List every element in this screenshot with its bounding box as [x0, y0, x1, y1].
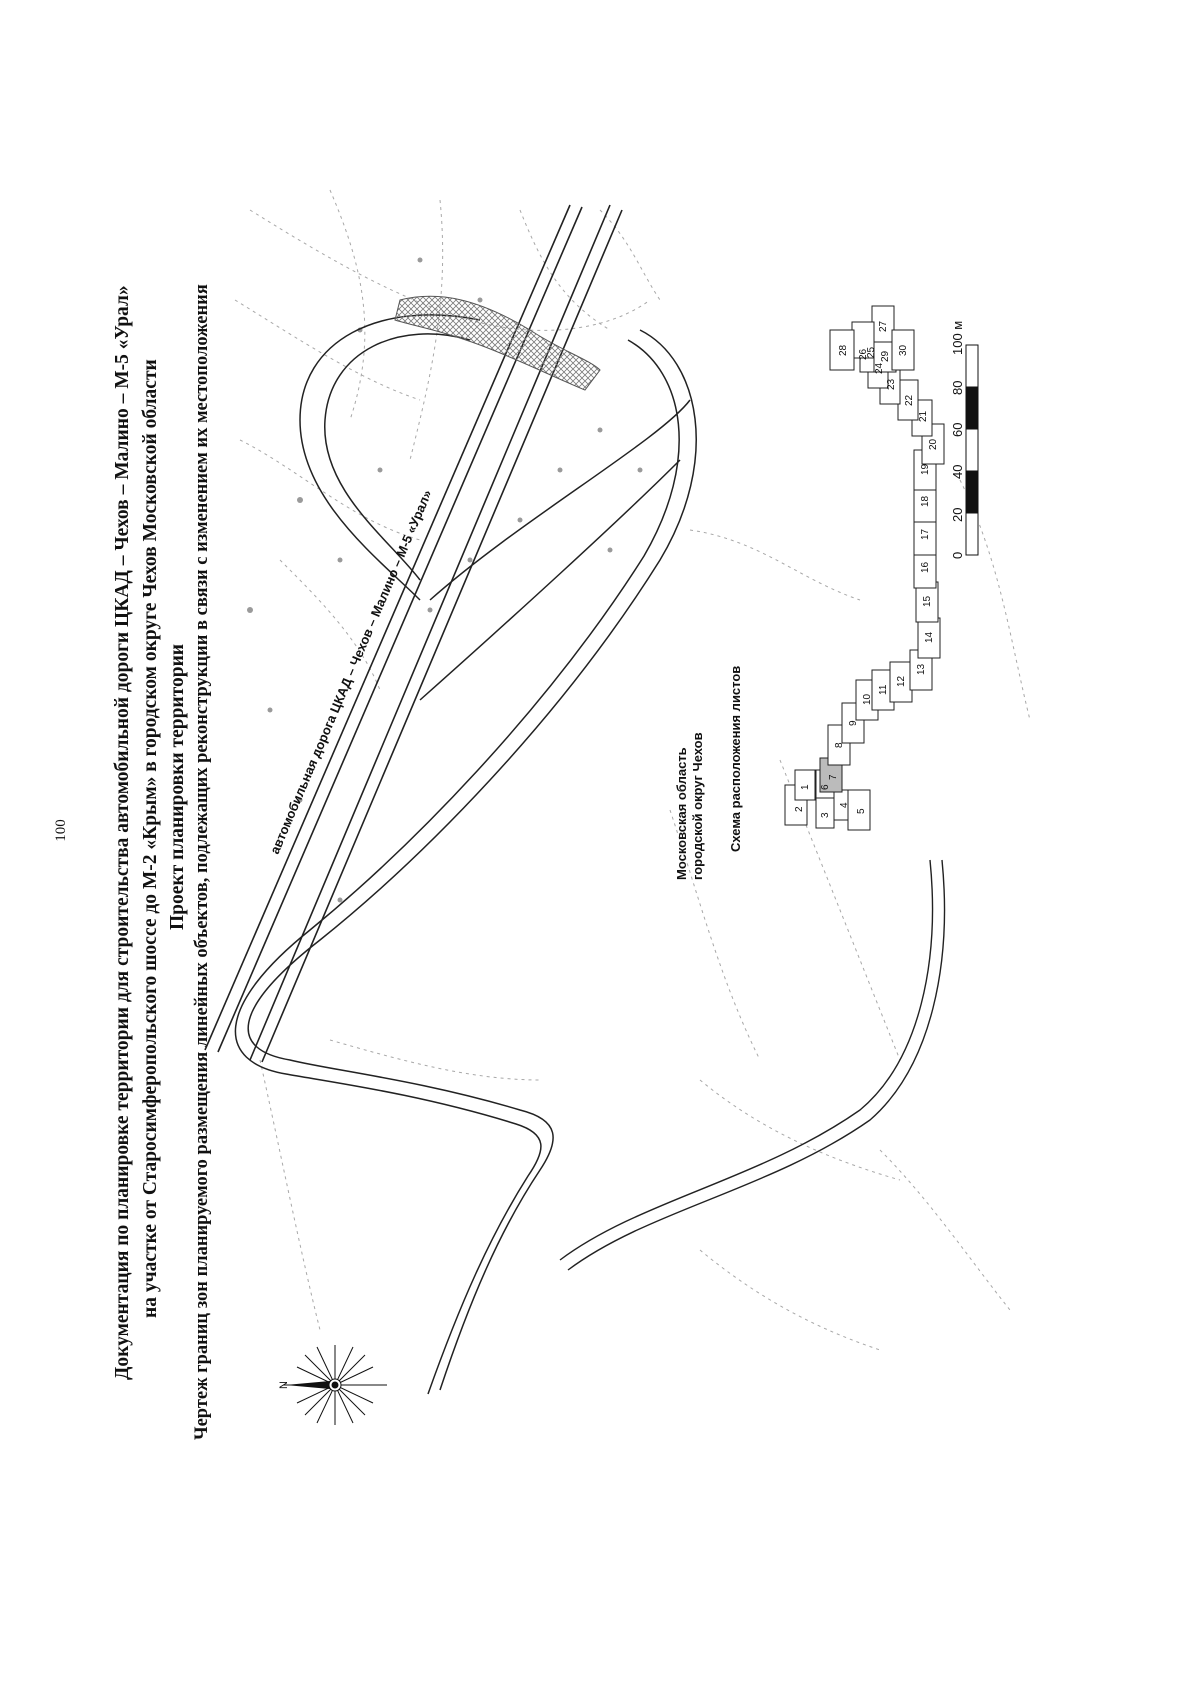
sheet-number: 29	[880, 350, 891, 362]
sheet-number-highlighted: 7	[828, 774, 839, 780]
sheet-number: 12	[896, 675, 907, 687]
sheet-number: 25	[866, 346, 877, 358]
scale-tick-0: 0	[950, 552, 965, 559]
sheet-number: 3	[820, 812, 831, 818]
highway	[204, 204, 623, 1063]
sheet-number: 26	[858, 348, 869, 360]
sheet-number: 10	[862, 693, 873, 705]
road-label: автомобильная дорога ЦКАД – Чехов – Мали…	[267, 488, 435, 857]
terrain-dots	[247, 257, 643, 903]
sheet-number: 19	[920, 463, 931, 475]
sheet-number: 17	[920, 528, 931, 540]
terrain-lines	[234, 189, 1031, 1351]
sheet-number: 6	[820, 784, 831, 790]
sheet-number: 18	[920, 495, 931, 507]
scale-tick-40: 40	[950, 465, 965, 479]
region-label-1: Московская область	[674, 747, 689, 880]
scale-bar	[965, 344, 979, 556]
main-loop-road	[234, 329, 697, 1395]
secondary-road	[559, 859, 946, 1271]
compass-rose-icon	[283, 1345, 387, 1425]
north-label: N	[278, 1381, 290, 1389]
sheet-number: 9	[848, 720, 859, 726]
sheet-number: 5	[856, 808, 867, 814]
sheet-number: 30	[898, 344, 909, 356]
sheet-number: 24	[874, 362, 885, 374]
sheet-number: 20	[928, 438, 939, 450]
planned-zone-hatched-area	[394, 295, 601, 391]
sheet-number: 2	[794, 806, 805, 812]
sheet-number: 13	[916, 663, 927, 675]
sheet-number: 23	[886, 378, 897, 390]
sheet-number: 21	[918, 410, 929, 422]
sheet-number: 4	[839, 802, 850, 808]
sheet-number: 11	[878, 684, 889, 695]
region-label-2: городской округ Чехов	[690, 732, 705, 880]
sheet-index-title: Схема расположения листов	[728, 666, 743, 852]
sheet-number: 22	[904, 394, 915, 406]
scale-tick-100: 100 м	[950, 321, 965, 355]
sheet-number: 1	[800, 784, 811, 790]
sheet-number: 16	[920, 561, 931, 573]
sheet-number: 14	[924, 631, 935, 643]
sheet-number: 28	[838, 344, 849, 356]
scale-tick-80: 80	[950, 381, 965, 395]
scale-tick-20: 20	[950, 508, 965, 522]
sheet-index	[784, 305, 945, 831]
sheet-number: 8	[834, 742, 845, 748]
sheet-number: 27	[878, 320, 889, 332]
sheet-number: 15	[922, 595, 933, 607]
scale-tick-60: 60	[950, 423, 965, 437]
